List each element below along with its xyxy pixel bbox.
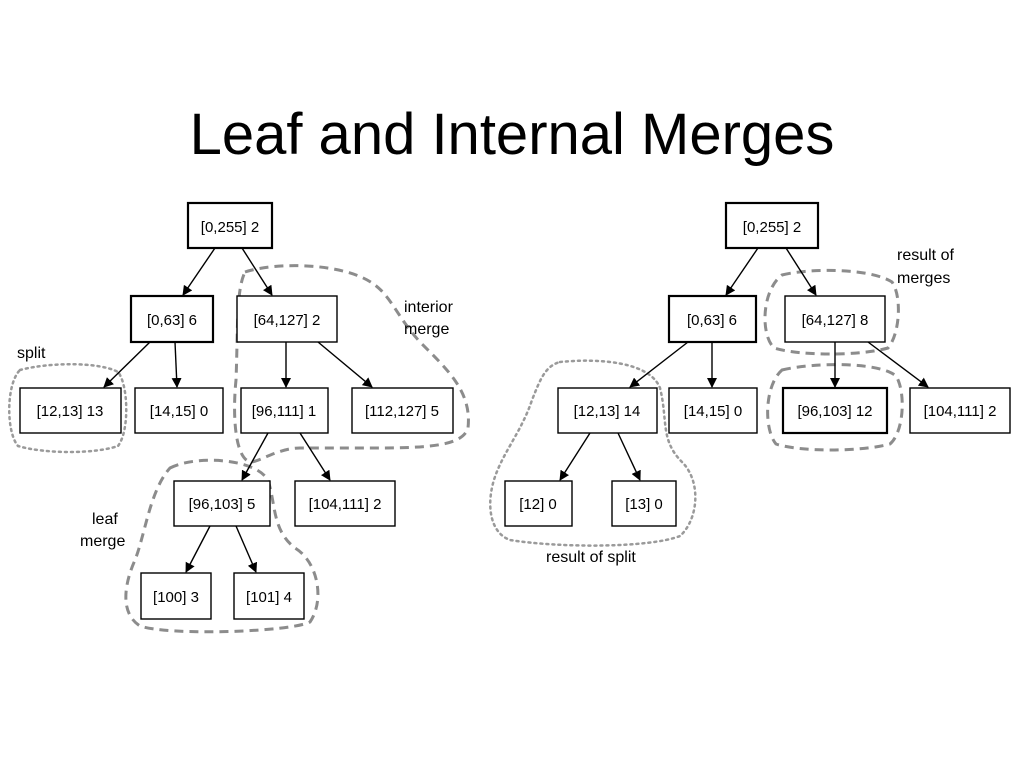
edge-96-111-104-111 [299, 432, 331, 481]
left-node-112-127: [112,127] 5 [351, 387, 454, 434]
edge-0-63-12-13 [103, 341, 151, 388]
right-node-104-111: [104,111] 2 [909, 387, 1011, 434]
r-edge-12-13-13 [617, 432, 641, 481]
right-node-14-15: [14,15] 0 [668, 387, 758, 434]
edge-root-64-127 [241, 247, 273, 296]
label-result-of-merges-line1: result of [897, 247, 954, 264]
right-node-0-255: [0,255] 2 [724, 201, 820, 250]
svg-text:[13] 0: [13] 0 [625, 496, 663, 513]
r-edge-root-64-127 [785, 247, 817, 296]
svg-text:[14,15] 0: [14,15] 0 [150, 403, 208, 420]
right-node-0-63: [0,63] 6 [667, 294, 758, 344]
svg-text:[96,111] 1: [96,111] 1 [252, 403, 317, 420]
svg-text:[104,111] 2: [104,111] 2 [309, 496, 382, 513]
edge-96-111-96-103 [241, 432, 269, 481]
left-node-0-63: [0,63] 6 [129, 294, 215, 344]
edge-root-0-63 [182, 247, 216, 296]
r-edge-64-127-104-111 [867, 341, 929, 388]
result-of-merges-outline-bottom [766, 363, 904, 452]
label-result-of-split: result of split [546, 549, 636, 566]
svg-text:[100] 3: [100] 3 [153, 589, 199, 606]
right-node-12-13: [12,13] 14 [557, 387, 658, 434]
svg-text:[96,103] 12: [96,103] 12 [797, 403, 872, 420]
left-node-14-15: [14,15] 0 [134, 387, 224, 434]
label-leaf-merge-line1: leaf [92, 511, 118, 528]
edge-64-127-112-127 [317, 341, 373, 388]
r-edge-root-0-63 [725, 247, 759, 296]
split-outline [8, 362, 128, 454]
left-node-100: [100] 3 [140, 572, 212, 620]
left-node-104-111: [104,111] 2 [294, 480, 396, 527]
label-interior-merge-line1: interior [404, 299, 454, 316]
r-edge-0-63-12-13 [629, 341, 689, 388]
r-edge-12-13-12 [559, 432, 591, 481]
svg-text:[64,127] 2: [64,127] 2 [254, 312, 321, 329]
label-leaf-merge-line2: merge [80, 533, 125, 550]
left-node-0-255: [0,255] 2 [186, 201, 274, 250]
label-interior-merge-line2: merge [404, 321, 449, 338]
edge-96-103-100 [185, 525, 211, 573]
right-node-12: [12] 0 [504, 480, 573, 527]
svg-text:[101] 4: [101] 4 [246, 589, 292, 606]
result-of-split-outline [489, 359, 697, 547]
svg-text:[0,255] 2: [0,255] 2 [743, 219, 801, 236]
svg-text:[0,63] 6: [0,63] 6 [147, 312, 197, 329]
slide-title: Leaf and Internal Merges [189, 102, 835, 167]
svg-text:[14,15] 0: [14,15] 0 [684, 403, 742, 420]
right-node-13: [13] 0 [611, 480, 677, 527]
svg-text:[112,127] 5: [112,127] 5 [365, 403, 439, 420]
result-of-merges-outline-top [763, 268, 900, 356]
left-node-12-13: [12,13] 13 [19, 387, 122, 434]
right-node-64-127: [64,127] 8 [784, 295, 886, 343]
svg-text:[64,127] 8: [64,127] 8 [802, 312, 869, 329]
left-node-96-111: [96,111] 1 [240, 387, 329, 434]
right-node-96-103: [96,103] 12 [781, 386, 889, 435]
svg-text:[0,255] 2: [0,255] 2 [201, 219, 259, 236]
svg-text:[12,13] 14: [12,13] 14 [574, 403, 641, 420]
label-result-of-merges-line2: merges [897, 270, 950, 287]
svg-text:[12,13] 13: [12,13] 13 [37, 403, 104, 420]
svg-text:[0,63] 6: [0,63] 6 [687, 312, 737, 329]
left-node-96-103: [96,103] 5 [173, 480, 271, 527]
svg-text:[96,103] 5: [96,103] 5 [189, 496, 256, 513]
edge-0-63-14-15 [171, 341, 182, 388]
svg-text:[12] 0: [12] 0 [519, 496, 557, 513]
left-node-64-127: [64,127] 2 [236, 295, 338, 343]
label-split: split [17, 345, 46, 362]
edge-96-103-101 [235, 525, 257, 573]
left-node-101: [101] 4 [233, 572, 305, 620]
svg-text:[104,111] 2: [104,111] 2 [924, 403, 997, 420]
